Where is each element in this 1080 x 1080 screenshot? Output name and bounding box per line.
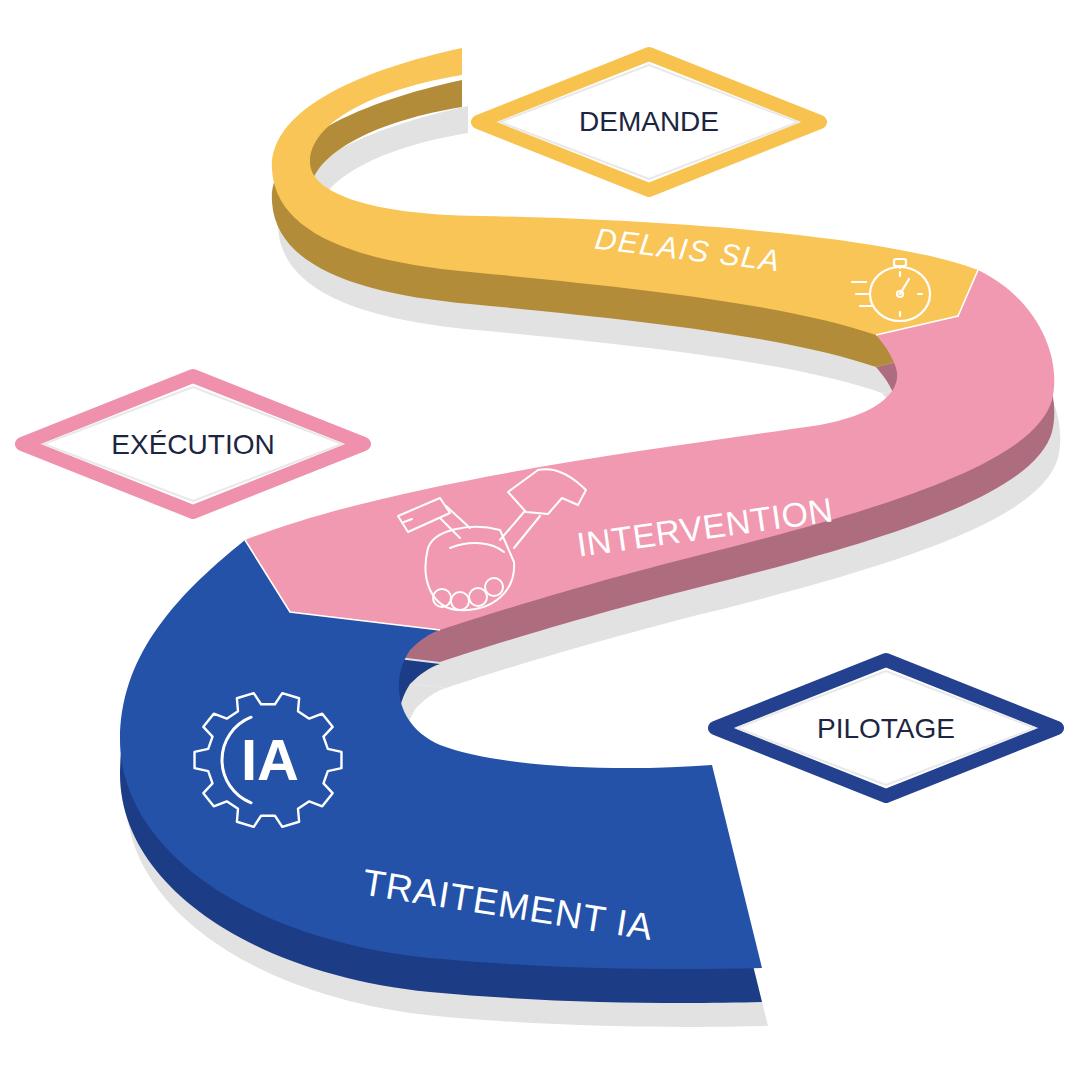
diamond-inner-shade: [44, 387, 342, 501]
band-outline: [255, 40, 990, 380]
segment-divider: [876, 270, 978, 335]
speed-line: [856, 293, 868, 295]
speed-line: [852, 281, 866, 283]
segment-divider: [245, 540, 440, 630]
diamond-inner-shade: [737, 671, 1035, 785]
diamond-shape: [478, 54, 820, 190]
thumb: [450, 543, 504, 552]
pilotage-diamond: PILOTAGE: [707, 652, 1065, 804]
blue-shadow: [126, 598, 768, 1027]
gear-shape: [195, 693, 342, 827]
stopwatch-tick: [899, 272, 901, 276]
diamond-outline: [707, 652, 1065, 804]
node-label: DEMANDE: [579, 108, 719, 136]
gear-outline: [180, 680, 356, 840]
stopwatch-dial: [870, 267, 930, 321]
node-label: EXÉCUTION: [111, 431, 274, 459]
node-label: IA: [241, 731, 299, 789]
sla-band: DELAIS SLA: [255, 40, 990, 380]
speed-line: [860, 305, 871, 307]
finger: [433, 589, 451, 607]
hand-hammer-icon: [398, 469, 586, 610]
band-surface: [245, 270, 1054, 630]
segment-divider: [245, 270, 978, 630]
band-outline: [110, 532, 770, 1012]
diamond-outline: [14, 368, 372, 520]
diamond-outline: [470, 46, 828, 198]
diamond-shape: [715, 660, 1057, 796]
diamond-shape: [22, 376, 364, 512]
band-outline: [235, 262, 1065, 672]
ribbon-shadow: [126, 106, 1060, 1027]
tool-blade: [398, 498, 450, 532]
band-side: [120, 574, 762, 1003]
band-surface: [272, 48, 978, 335]
demande-diamond: DEMANDE: [470, 46, 828, 198]
hammer-head: [508, 469, 586, 514]
band-surface: [120, 540, 762, 969]
execution-diamond: EXÉCUTION: [14, 368, 372, 520]
stopwatch-tick: [899, 312, 901, 316]
node-label: PILOTAGE: [817, 715, 955, 743]
band-side: [272, 80, 978, 367]
pink-shadow: [251, 328, 1060, 688]
finger: [485, 578, 503, 596]
stopwatch-hand: [900, 279, 909, 294]
ai-gear: IA: [180, 680, 356, 840]
stopwatch-tick: [918, 293, 922, 295]
stopwatch-stem: [899, 266, 901, 268]
gear-inner-arc: [222, 717, 251, 803]
hammer-handle: [500, 512, 540, 548]
fist: [426, 527, 515, 610]
finger: [469, 588, 487, 606]
stopwatch-button: [894, 259, 906, 266]
band-side: [245, 302, 1054, 662]
node-label: INTERVENTION: [575, 492, 836, 562]
stopwatch-icon: [852, 259, 930, 321]
stopwatch-pivot: [897, 291, 903, 297]
node-label: TRAITEMENT IA: [360, 864, 656, 947]
node-label: DELAIS SLA: [593, 224, 782, 277]
ai-processing-band: TRAITEMENT IA IA: [110, 532, 770, 1012]
yellow-shadow: [278, 106, 984, 393]
diamond-inner-shade: [500, 65, 798, 179]
intervention-band: INTERVENTION: [235, 262, 1065, 672]
tool-handle: [440, 506, 470, 538]
finger: [451, 592, 469, 610]
